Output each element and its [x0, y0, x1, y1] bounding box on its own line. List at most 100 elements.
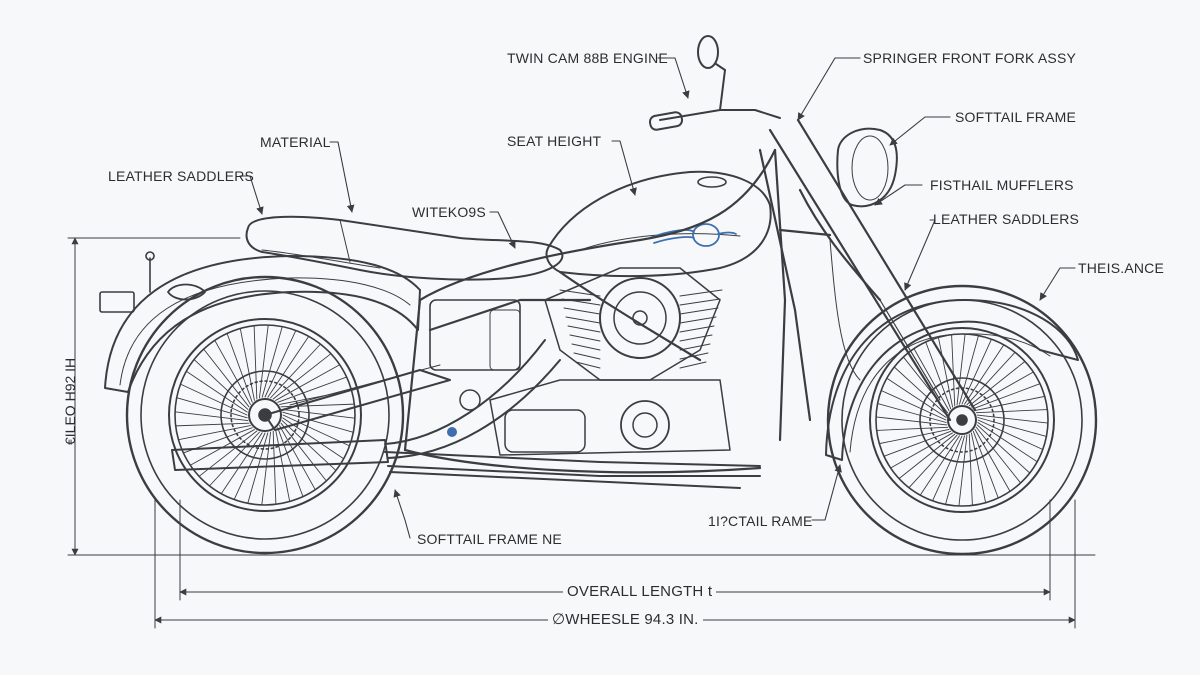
cylinder-fin	[571, 343, 601, 351]
cylinder-fin	[561, 298, 601, 306]
spoke	[976, 414, 1049, 424]
spoke	[972, 383, 1041, 410]
cylinder-fin	[679, 316, 717, 324]
fuel-cap	[697, 176, 727, 188]
cam-cover	[620, 400, 670, 450]
spoke	[945, 435, 965, 505]
cylinder-fin	[679, 334, 713, 342]
spoke	[959, 335, 979, 405]
spoke	[185, 370, 248, 413]
spoke	[970, 432, 987, 504]
air-cleaner	[599, 277, 681, 359]
label-fishtail-mufflers: FISTHAIL MUFFLERS	[930, 177, 1074, 193]
cylinder-fin	[559, 289, 601, 297]
primary-cover	[504, 409, 586, 453]
spoke	[975, 426, 1022, 484]
cylinder-fin	[565, 316, 601, 324]
spoke	[925, 341, 952, 410]
leader-lines	[239, 57, 1076, 539]
spoke	[898, 433, 956, 480]
spoke	[272, 430, 277, 505]
cylinder-fin	[569, 334, 601, 342]
spoke	[977, 422, 1038, 463]
spoke	[214, 339, 251, 405]
label-leather-saddlers-left: LEATHER SADDLERS	[108, 168, 255, 184]
spoke	[282, 417, 345, 460]
spoke	[264, 330, 297, 398]
spoke	[279, 425, 316, 491]
dimension-height-label: €ILEO H92 IH	[62, 357, 78, 445]
spoke	[220, 432, 263, 495]
spoke	[968, 433, 973, 506]
spoke	[964, 344, 1005, 405]
spoke	[951, 334, 956, 407]
cylinder-fin	[679, 361, 707, 369]
spoke	[968, 360, 1026, 407]
spoke	[261, 326, 283, 398]
rear-brake-rotor	[220, 370, 310, 460]
label-tail-frame: 1I?CTAIL RAME	[708, 513, 813, 529]
rear-fender	[104, 255, 421, 393]
spoke	[913, 348, 950, 412]
fishtail-mufflers	[171, 339, 761, 489]
spoke	[956, 333, 966, 406]
spoke	[974, 395, 1046, 412]
spoke	[209, 431, 260, 487]
label-thistance: THEIS.ANCE	[1078, 260, 1165, 276]
spoke	[270, 343, 321, 399]
spoke	[175, 422, 250, 427]
license-plate	[99, 291, 135, 313]
spoke	[282, 411, 354, 433]
cylinder-fin	[575, 361, 601, 369]
handlebars	[648, 35, 781, 131]
label-twin-cam-engine: TWIN CAM 88B ENGINE	[507, 50, 668, 66]
front-brake-rotor	[919, 377, 1005, 463]
spoke	[972, 430, 999, 499]
spoke	[174, 411, 249, 422]
label-material: MATERIAL	[260, 134, 331, 150]
front-wheel	[826, 284, 1098, 556]
spoke	[875, 416, 948, 426]
dimension-wheelbase: ∅WHEESLE 94.3 IN.	[548, 612, 703, 627]
spoke	[876, 426, 949, 431]
label-springer-front-fork: SPRINGER FRONT FORK ASSY	[863, 50, 1077, 66]
spoke	[275, 364, 341, 401]
spoke	[877, 403, 947, 423]
label-leather-saddlers-right: LEATHER SADDLERS	[933, 211, 1080, 227]
dimension-lines	[67, 237, 1096, 629]
label-softtail-frame-bottom: SOFTTAIL FRAME NE	[417, 531, 562, 547]
spoke	[966, 351, 1016, 406]
spoke	[247, 432, 269, 504]
spoke	[937, 336, 954, 408]
spoke	[282, 414, 350, 447]
spoke	[281, 420, 337, 471]
cylinder-fin	[573, 352, 601, 360]
swingarm	[264, 369, 451, 431]
spoke	[890, 432, 954, 469]
label-softtail-frame-top: SOFTTAIL FRAME	[955, 109, 1077, 125]
spoke	[958, 434, 968, 507]
spoke	[180, 383, 248, 416]
spoke	[203, 348, 250, 408]
spoke	[919, 435, 960, 496]
cylinder-fin	[679, 307, 719, 315]
spoke	[272, 353, 332, 400]
label-witek: WITEKO9S	[412, 204, 486, 220]
spoke	[281, 408, 356, 419]
spoke	[176, 397, 248, 419]
cylinder-fin	[679, 289, 723, 297]
fuel-tank	[545, 170, 772, 278]
engine	[459, 267, 731, 456]
seat	[245, 215, 564, 281]
spoke	[970, 371, 1034, 408]
spoke	[880, 390, 947, 421]
spoke	[277, 376, 348, 403]
spoke	[974, 428, 1011, 492]
spoke	[961, 338, 992, 405]
spoke	[239, 328, 255, 401]
springer-front-fork	[758, 118, 977, 422]
spoke	[977, 417, 1047, 437]
spoke	[261, 431, 272, 506]
headlight	[836, 127, 898, 208]
